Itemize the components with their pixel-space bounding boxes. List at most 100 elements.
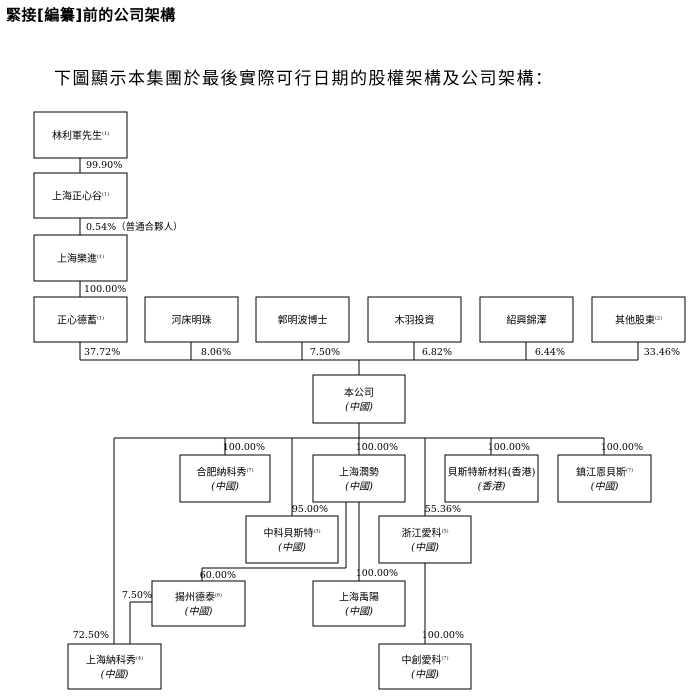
entity-name: 浙江愛科(5) xyxy=(401,527,448,540)
entity-name-text: 本公司 xyxy=(344,386,374,399)
entity-name: 上海樂進(1) xyxy=(57,252,104,265)
pct-label-shnk-72: 72.50% xyxy=(73,630,109,641)
pct-label-zxdr: 37.72% xyxy=(84,347,120,358)
entity-name: 中科貝斯特(3) xyxy=(263,527,320,540)
pct-label-bst-hk: 100.00% xyxy=(488,442,530,453)
entity-box-gmb: 郭明波博士 xyxy=(255,296,350,343)
entity-name-text: 郭明波博士 xyxy=(278,314,328,327)
pct-label-qtgd: 33.46% xyxy=(644,347,680,358)
footnote-marker: (2) xyxy=(655,315,662,322)
pct-label-shnk-7: 7.50% xyxy=(122,590,152,601)
footnote-marker: (7) xyxy=(626,467,633,474)
footnote-marker: (3) xyxy=(313,528,320,535)
entity-name: 河床明珠 xyxy=(172,314,212,327)
entity-name-text: 貝斯特新材料(香港) xyxy=(448,466,536,479)
entity-box-company: 本公司 (中國) xyxy=(312,374,406,424)
footnote-marker: (4) xyxy=(136,655,143,662)
entity-name: 紹興錦澤 xyxy=(507,314,547,327)
entity-name: 揚州德泰(6) xyxy=(175,591,222,604)
pct-label-yzdt: 60.00% xyxy=(200,570,236,581)
entity-box-zjeb: 鎮江恩貝斯(7) (中國) xyxy=(557,454,652,503)
entity-name-text: 紹興錦澤 xyxy=(507,314,547,327)
entity-box-shrs: 上海潤勢 (中國) xyxy=(312,454,406,503)
pct-label-shrs: 100.00% xyxy=(356,442,398,453)
footnote-marker: (1) xyxy=(102,191,109,198)
entity-name-text: 合肥納科秀 xyxy=(196,466,246,479)
pct-label-gmb: 7.50% xyxy=(310,347,340,358)
pct-label-hfnk: 100.00% xyxy=(223,442,265,453)
footnote-marker: (1) xyxy=(97,315,104,322)
entity-location: (中國) xyxy=(345,606,373,618)
pct-label-zxg-ylj: 0.54%（普通合夥人） xyxy=(86,221,183,233)
footnote-marker: (1) xyxy=(102,130,109,137)
entity-name: 中創愛科(7) xyxy=(401,654,448,667)
entity-box-myt: 木羽投資 xyxy=(367,296,462,343)
entity-location: (中國) xyxy=(101,669,129,681)
entity-box-shnk: 上海納科秀(4) (中國) xyxy=(67,643,162,690)
entity-box-yzdt: 揚州德泰(6)(中國) xyxy=(151,580,246,627)
footnote-marker: (7) xyxy=(246,467,253,474)
entity-box-bst-hk: 貝斯特新材料(香港) (香港) xyxy=(444,454,539,503)
entity-location: (中國) xyxy=(591,481,619,493)
entity-name: 林利軍先生(1) xyxy=(52,129,109,142)
entity-box-hcmz: 河床明珠 xyxy=(144,296,239,343)
entity-name-text: 上海正心谷 xyxy=(52,190,102,203)
pct-label-ylj-zxdr: 100.00% xyxy=(84,284,126,295)
entity-name: 郭明波博士 xyxy=(278,314,328,327)
entity-location: (中國) xyxy=(411,669,439,681)
pct-label-zjeb: 100.00% xyxy=(601,442,643,453)
entity-box-zxg: 上海正心谷(1) xyxy=(33,172,128,219)
pct-label-lin-zxg: 99.90% xyxy=(86,160,122,171)
pct-label-zjak: 55.36% xyxy=(425,504,461,515)
entity-name-text: 林利軍先生 xyxy=(52,129,102,142)
entity-name-text: 木羽投資 xyxy=(395,314,435,327)
entity-name: 木羽投資 xyxy=(395,314,435,327)
entity-name: 其他股東(2) xyxy=(615,314,662,327)
entity-box-zkbst: 中科貝斯特(3) (中國) xyxy=(245,515,339,564)
percentage-labels: 99.90% 0.54%（普通合夥人） 100.00% 37.72% 8.06% 7.50… xyxy=(73,160,680,641)
entity-box-lin: 林利軍先生(1) xyxy=(33,111,128,159)
entity-name-text: 上海潤勢 xyxy=(339,466,379,479)
entity-box-zjak: 浙江愛科(5)(中國) xyxy=(378,515,472,564)
entity-name-text: 正心德蓄 xyxy=(57,314,97,327)
entity-name-text: 河床明珠 xyxy=(172,314,212,327)
footnote-marker: (5) xyxy=(441,528,448,535)
entity-boxes: 林利軍先生(1)上海正心谷(1)上海樂進(1)正心德蓄(1)河床明珠郭明波博士木… xyxy=(33,111,686,690)
entity-name-text: 上海納科秀 xyxy=(86,654,136,667)
intro-text: 下圖顯示本集團於最後實際可行日期的股權架構及公司架構： xyxy=(54,69,554,89)
pct-label-hcmz: 8.06% xyxy=(201,347,231,358)
entity-location: (香港) xyxy=(478,481,506,493)
entity-box-hfnk: 合肥納科秀(7) (中國) xyxy=(179,454,271,503)
entity-location: (中國) xyxy=(345,401,373,413)
entity-box-qtgd: 其他股東(2) xyxy=(591,296,686,343)
entity-name: 上海禹陽 xyxy=(339,591,379,604)
entity-name-text: 揚州德泰 xyxy=(175,591,215,604)
entity-location: (中國) xyxy=(185,606,213,618)
footnote-marker: (6) xyxy=(215,592,222,599)
entity-location: (中國) xyxy=(211,481,239,493)
pct-label-sxjz: 6.44% xyxy=(535,347,565,358)
connector-lines xyxy=(79,158,639,644)
section-heading: 緊接[編纂]前的公司架構 xyxy=(6,6,176,24)
pct-label-zcak: 100.00% xyxy=(422,630,464,641)
entity-name-text: 浙江愛科 xyxy=(401,527,441,540)
entity-name: 上海納科秀(4) xyxy=(86,654,143,667)
entity-name-text: 上海禹陽 xyxy=(339,591,379,604)
entity-name: 上海正心谷(1) xyxy=(52,190,109,203)
entity-name-text: 中創愛科 xyxy=(401,654,441,667)
entity-location: (中國) xyxy=(411,542,439,554)
entity-name: 貝斯特新材料(香港) xyxy=(448,466,536,479)
entity-name-text: 上海樂進 xyxy=(57,252,97,265)
entity-box-ylj: 上海樂進(1) xyxy=(33,234,128,282)
entity-box-zcak: 中創愛科(7)(中國) xyxy=(378,643,472,690)
entity-location: (中國) xyxy=(345,481,373,493)
entity-name-text: 其他股東 xyxy=(615,314,655,327)
entity-name-text: 鎮江恩貝斯 xyxy=(576,466,626,479)
entity-location: (中國) xyxy=(278,542,306,554)
footnote-marker: (7) xyxy=(441,655,448,662)
entity-box-sxjz: 紹興錦澤 xyxy=(479,296,574,343)
entity-box-shyy: 上海禹陽 (中國) xyxy=(312,580,406,627)
entity-name: 本公司 xyxy=(344,386,374,399)
entity-name-text: 中科貝斯特 xyxy=(263,527,313,540)
